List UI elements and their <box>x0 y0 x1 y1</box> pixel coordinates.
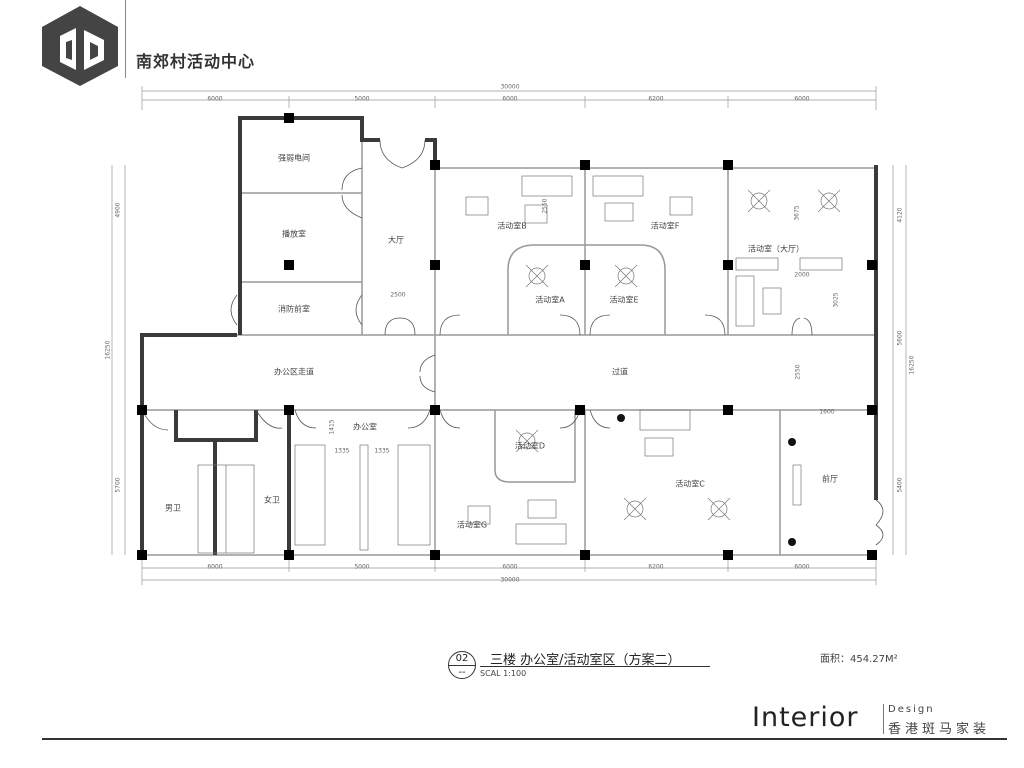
columns <box>137 113 877 560</box>
table-group-icon <box>747 189 771 213</box>
room-label: 消防前室 <box>278 304 310 314</box>
table-group-icon <box>525 264 549 288</box>
table-group-icon <box>614 264 638 288</box>
dimension: 1335 <box>374 447 390 455</box>
drawing-area: 面积：454.27M² <box>820 654 898 665</box>
table-group-icon <box>515 429 539 453</box>
hexagon-logo <box>42 6 118 86</box>
footer-design: Design <box>888 704 935 715</box>
dimension: 1600 <box>819 408 835 416</box>
dimension: 5000 <box>354 563 370 571</box>
dimension: 5700 <box>114 477 122 493</box>
footer-brand: Interior <box>752 702 859 733</box>
room-label: 活动室E <box>609 295 639 305</box>
dimension: 2550 <box>541 198 549 214</box>
room-label: 活动室G <box>456 520 488 530</box>
table-group-icon <box>817 189 841 213</box>
doors <box>141 139 884 546</box>
room-label: 活动室B <box>497 221 527 231</box>
room-label: 办公室 <box>353 422 377 432</box>
dimension: 1335 <box>334 447 350 455</box>
footer-rule <box>42 738 1007 740</box>
dimension-lines <box>111 86 907 585</box>
dimension: 5000 <box>354 95 370 103</box>
drawing-scale: SCAL 1:100 <box>480 669 527 678</box>
dimension-total-top: 30000 <box>500 83 520 91</box>
dimension: 3025 <box>832 292 840 308</box>
drawing-number-badge: 02 -- <box>448 651 476 679</box>
room-label: 活动室F <box>650 221 680 231</box>
dimension: 6000 <box>502 95 518 103</box>
footer-company: 香港斑马家装 <box>888 722 991 737</box>
table-group-icon <box>623 497 647 521</box>
dimension: 6200 <box>648 563 664 571</box>
title-underline <box>480 666 710 667</box>
dimension: 16250 <box>908 355 916 375</box>
dimension: 6000 <box>794 95 810 103</box>
room-label: 活动室（大厅） <box>748 244 804 254</box>
room-label: 播放室 <box>282 229 306 239</box>
room-label: 过道 <box>612 367 628 377</box>
dimension: 2500 <box>390 291 406 299</box>
dimension: 4120 <box>896 207 904 223</box>
dimension: 5400 <box>896 477 904 493</box>
room-label: 强弱电间 <box>278 153 310 163</box>
dimension: 6000 <box>207 563 223 571</box>
dimension-total-bottom: 30000 <box>500 576 520 584</box>
logo-divider <box>125 0 126 78</box>
dimension: 3675 <box>793 205 801 221</box>
dimension: 6000 <box>207 95 223 103</box>
plant-icons <box>617 414 796 546</box>
dimension: 2550 <box>794 364 802 380</box>
room-label: 活动室C <box>675 479 705 489</box>
dimension: 1415 <box>328 419 336 435</box>
dimension: 5600 <box>896 330 904 346</box>
room-label: 活动室A <box>535 295 565 305</box>
project-name: 南郊村活动中心 <box>136 52 256 71</box>
room-label: 男卫 <box>165 503 181 513</box>
dimension: 6200 <box>648 95 664 103</box>
room-label: 女卫 <box>264 495 280 505</box>
dimension: 4900 <box>114 202 122 218</box>
drawing-sub-number: -- <box>449 665 475 679</box>
footer-divider <box>883 704 884 734</box>
dimension: 6000 <box>794 563 810 571</box>
table-group-icon <box>707 497 731 521</box>
exterior-walls <box>140 116 878 555</box>
room-label: 前厅 <box>822 474 838 484</box>
room-label: 办公区走道 <box>274 367 314 377</box>
dimension: 16250 <box>104 340 112 360</box>
dimension: 2000 <box>794 271 810 279</box>
room-label: 活动室D <box>514 441 546 451</box>
furniture <box>197 175 843 554</box>
drawing-number: 02 <box>455 653 469 664</box>
dimension: 6000 <box>502 563 518 571</box>
drawing-title: 三楼 办公室/活动室区（方案二） <box>490 653 681 668</box>
partition-walls <box>142 140 876 556</box>
room-label: 大厅 <box>388 235 404 245</box>
